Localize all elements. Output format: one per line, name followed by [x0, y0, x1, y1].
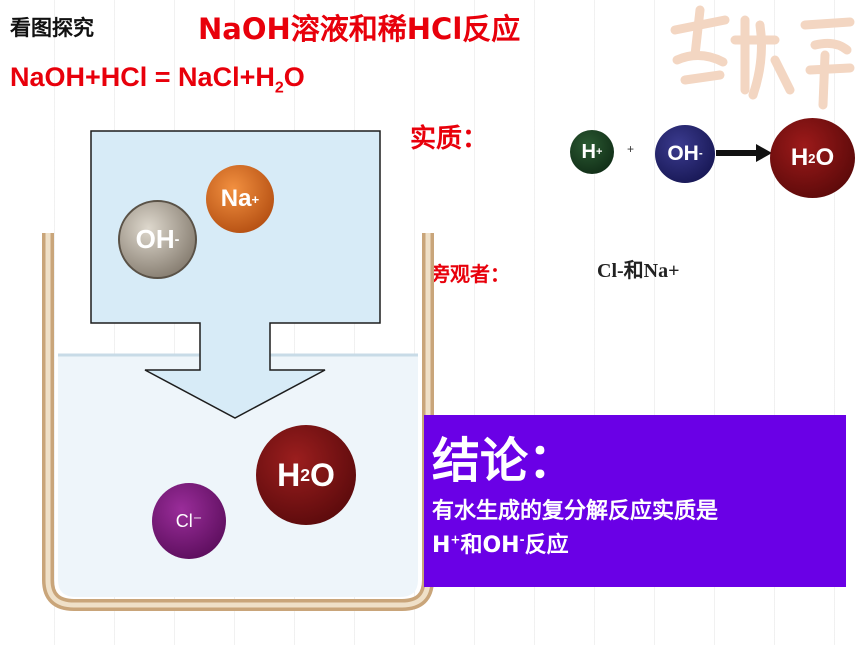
- conclusion-oh-charge: -: [519, 532, 525, 547]
- beaker-cl-ion: Cl⁻: [152, 483, 226, 559]
- section-tag: 看图探究: [10, 16, 94, 40]
- equation-subscript: 2: [274, 79, 284, 97]
- essence-label: 实质：: [410, 124, 489, 154]
- h-ion-charge: +: [596, 146, 603, 158]
- oh-ion-charge: -: [698, 148, 703, 160]
- beaker-oh-ion: OH-: [118, 200, 197, 279]
- beaker-na-ion: Na+: [206, 165, 274, 233]
- water-product-h: H: [790, 144, 809, 171]
- conclusion-tail: 反应: [524, 533, 569, 558]
- conclusion-h-charge: +: [450, 532, 461, 547]
- beaker-water-sub: 2: [300, 464, 310, 485]
- beaker-oh-charge: -: [174, 231, 180, 248]
- beaker-na-charge: +: [251, 191, 260, 207]
- h-ion-circle: H+: [570, 130, 614, 174]
- conclusion-title: 结论：: [432, 433, 577, 489]
- conclusion-line-1: 有水生成的复分解反应实质是: [432, 499, 719, 524]
- watermark-logo: [670, 5, 855, 110]
- plus-sign: +: [627, 142, 635, 156]
- oh-ion-circle: OH-: [655, 125, 715, 183]
- water-product-o: O: [815, 144, 835, 171]
- spectator-label: 旁观者：: [430, 262, 510, 286]
- h-ion-symbol: H: [581, 140, 596, 163]
- beaker-oh-symbol: OH: [135, 224, 175, 254]
- conclusion-line-2: H+和OH-反应: [432, 527, 569, 559]
- reaction-arrow: [716, 144, 772, 162]
- equation: NaOH+HCl = NaCl+H2O: [10, 62, 305, 97]
- water-product-sub: 2: [808, 150, 816, 166]
- equation-tail: O: [283, 62, 305, 92]
- beaker-water-o: O: [310, 456, 335, 493]
- conclusion-h: H: [432, 533, 451, 558]
- beaker-na-symbol: Na: [220, 185, 252, 212]
- spectator-ions: Cl-和Na+: [597, 260, 680, 282]
- conclusion-panel: 结论： 有水生成的复分解反应实质是 H+和OH-反应: [424, 415, 846, 587]
- equation-main: NaOH+HCl = NaCl+H: [10, 62, 275, 92]
- page-title: NaOH溶液和稀HCl反应: [198, 12, 521, 46]
- oh-ion-symbol: OH: [667, 142, 699, 165]
- beaker-water-h: H: [277, 456, 301, 493]
- beaker-cl-symbol: Cl⁻: [175, 510, 203, 531]
- conclusion-mid: 和OH: [460, 533, 520, 558]
